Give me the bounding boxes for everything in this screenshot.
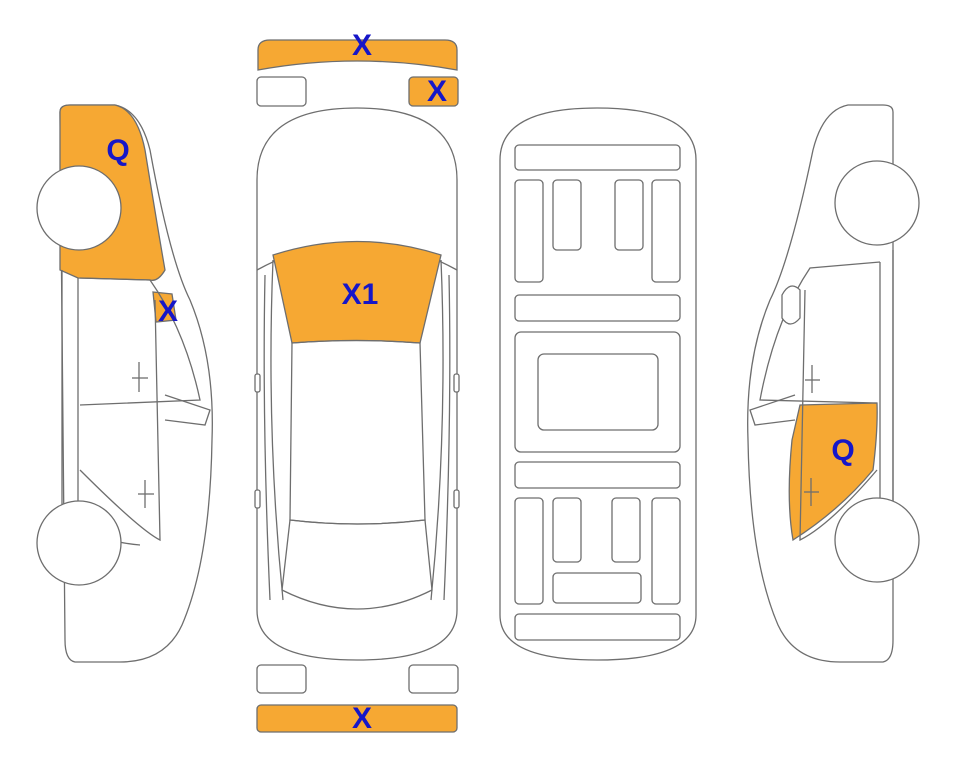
left-front-wheel [36,500,122,586]
top-view-front-parts [256,39,459,107]
left-side-view [36,104,213,663]
rear-left-light-part[interactable] [256,664,307,694]
underbody-panel [651,179,681,283]
front-bumper-mark: X [352,29,372,62]
left-mirror [254,373,261,393]
right-rear-handle [453,489,460,509]
right-door-handle-lower [804,478,819,506]
right-mirror-shape [781,285,801,325]
underbody-panel [514,613,681,641]
damage-marks: X X X1 X Q X Q [106,29,854,735]
underbody-panel [514,497,544,605]
underbody-panel [552,497,582,563]
top-view-body-outline [256,107,458,661]
underbody-view [499,107,697,661]
underbody-panel [537,353,659,431]
right-front-pillar [749,394,796,426]
front-right-light-part[interactable] [408,76,459,107]
right-side-window-line [759,261,881,404]
right-front-door-mark: Q [831,434,854,467]
rear-bumper-part[interactable] [256,704,458,733]
front-left-light-part[interactable] [256,76,307,107]
right-door-lines [430,259,444,601]
underbody-panel [552,179,582,251]
front-bumper-part[interactable] [257,39,458,71]
right-front-wheel [834,160,920,246]
rear-bumper-mark: X [352,702,372,735]
left-rear-wheel [36,165,122,251]
right-side-view [747,104,920,663]
right-rear-wheel [834,497,920,583]
underbody-panel [611,497,641,563]
left-rear-handle [254,489,261,509]
underbody-panel [514,179,544,283]
windshield-mark: X1 [342,278,379,311]
right-door-line [799,289,878,542]
left-door-handle-front [138,480,154,508]
right-pillar-line [443,274,451,601]
left-side-window-line [79,277,201,406]
left-front-pillar [164,394,211,426]
left-door-line [79,299,161,542]
left-c-pillar-mark: X [158,295,178,328]
front-right-light-mark: X [427,75,447,108]
underbody-panel [614,179,644,251]
top-view-rear-parts [256,664,459,733]
left-rear-quarter-mark: Q [106,134,129,167]
underbody-panel [514,294,681,322]
right-door-handle-upper [805,365,820,393]
underbody-panel [514,461,681,489]
underbody-panel [552,572,642,604]
right-mirror [453,373,460,393]
top-view-car [254,107,460,661]
underbody-panel [651,497,681,605]
left-door-lines [270,259,284,601]
left-pillar-line [263,274,271,601]
left-door-handle-rear [132,362,148,392]
rear-right-light-part[interactable] [408,664,459,694]
underbody-panel [514,144,681,171]
